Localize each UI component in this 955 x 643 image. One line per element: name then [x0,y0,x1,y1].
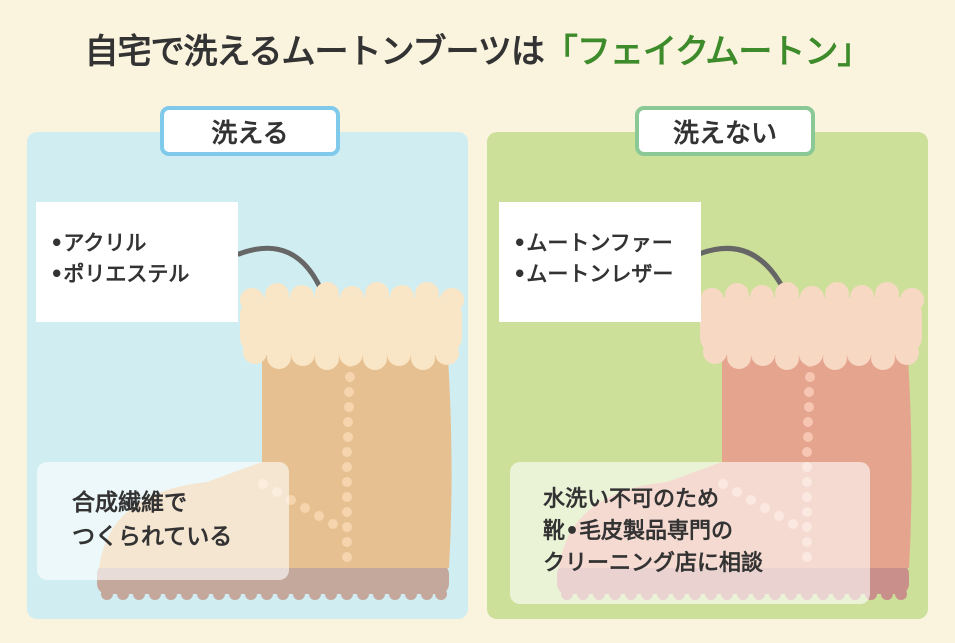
not-washable-note: 水洗い不可のため 靴•毛皮製品専門の クリーニング店に相談 [510,462,870,604]
washable-label: 洗える [160,106,340,156]
page-title: 自宅で洗えるムートンブーツは「フェイクムートン」 [0,24,955,73]
note-line: 合成繊維で [72,490,187,516]
title-highlight: 「フェイクムートン」 [543,32,872,72]
not-washable-panel: 洗えない •ムートンファー •ムートンレザー 水洗い不可のため 靴•毛皮製品専門… [487,106,928,619]
connector-line [236,245,326,297]
not-washable-label: 洗えない [635,106,815,156]
washable-materials-box: •アクリル •ポリエステル [36,202,238,322]
washable-panel: 洗える •アクリル •ポリエステル 合成繊維で つくられている [27,106,468,619]
boot-fur-cuff [700,282,924,370]
note-line: 靴•毛皮製品専門の [543,519,734,544]
note-line: 水洗い不可のため [543,487,720,512]
material-item: •ポリエステル [50,262,190,286]
note-line: つくられている [72,524,233,550]
connector-line [696,245,790,299]
washable-note: 合成繊維で つくられている [37,462,289,580]
material-item: •ムートンレザー [513,262,674,286]
note-line: クリーニング店に相談 [543,551,764,576]
material-item: •アクリル [50,231,147,255]
not-washable-materials-box: •ムートンファー •ムートンレザー [499,202,701,322]
material-item: •ムートンファー [513,231,673,255]
boot-fur-cuff [240,282,464,370]
title-prefix: 自宅で洗えるムートンブーツは [84,32,545,72]
